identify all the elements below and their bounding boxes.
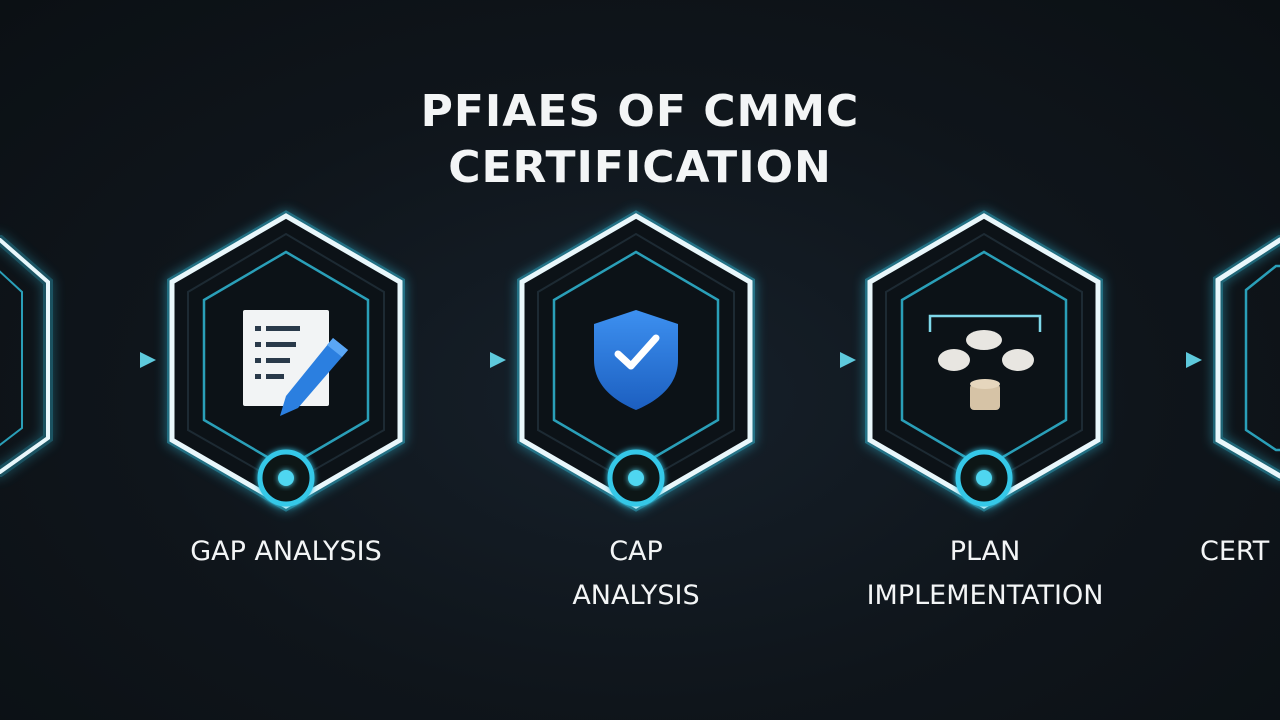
connector-arrow-2 (402, 352, 506, 368)
phase-label-2-line-2: ANALYSIS (572, 580, 700, 611)
phase-label-2: CAP ANALYSIS (496, 530, 776, 618)
connector-arrow-3 (752, 352, 856, 368)
phase-label-3-line-1: PLAN (949, 536, 1021, 567)
phase-label-1-line-1: GAP ANALYSIS (190, 536, 382, 567)
title-line-2: CERTIFICATION (448, 142, 832, 193)
shield-check-icon (594, 310, 678, 410)
connector-arrow-4 (1100, 352, 1202, 368)
network-nodes-icon (928, 314, 1042, 410)
page-title: PFIAES OF CMMC CERTIFICATION (0, 84, 1280, 196)
phase-label-2-line-1: CAP (609, 536, 663, 567)
phase-hexagon-partial-left (0, 235, 53, 477)
phase-label-1: GAP ANALYSIS (146, 530, 426, 574)
connector-arrow-1 (58, 352, 156, 368)
checklist-pencil-icon (243, 310, 348, 416)
title-line-1: PFIAES OF CMMC (420, 86, 860, 137)
phase-hexagon-3 (865, 210, 1103, 512)
phase-hexagon-partial-right (1213, 235, 1280, 481)
phase-label-3-line-2: IMPLEMENTATION (866, 580, 1104, 611)
phase-label-4: CERT (1200, 530, 1280, 574)
phase-label-4-line-1: CERT (1200, 536, 1270, 567)
phase-label-3: PLAN IMPLEMENTATION (820, 530, 1150, 618)
